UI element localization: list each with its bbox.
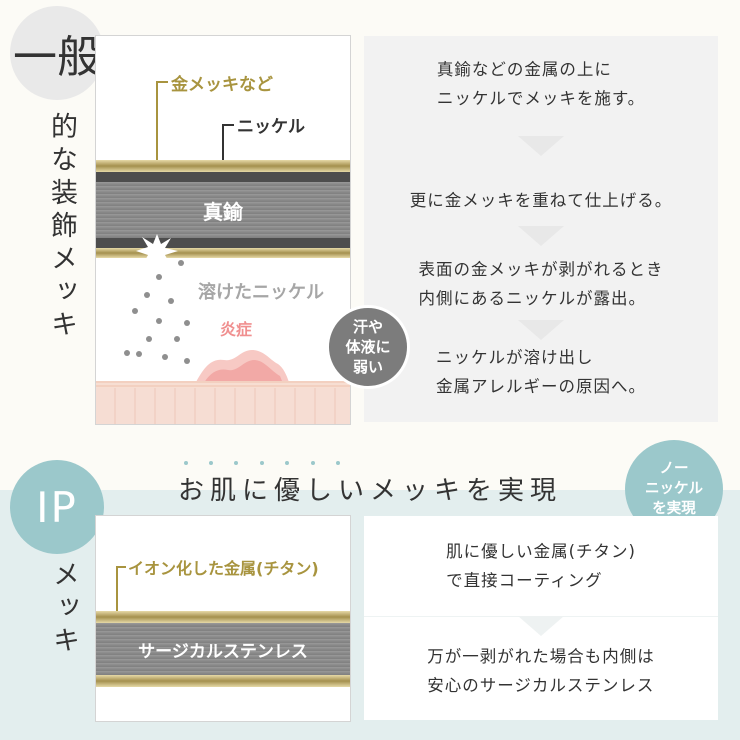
nickel-particle	[156, 274, 162, 280]
nickel-callout-tick	[222, 124, 234, 126]
general-step-3: 表面の金メッキが剥がれるとき 内側にあるニッケルが露出。	[364, 242, 718, 326]
nickel-particle	[156, 318, 162, 324]
headline-dot	[336, 461, 340, 465]
ip-step-1-text: 肌に優しい金属(チタン) で直接コーティング	[446, 542, 636, 590]
ip-badge: IP	[10, 460, 104, 554]
general-step-4-text: ニッケルが溶け出し 金属アレルギーの原因へ。	[436, 348, 646, 396]
nickel-particle	[178, 260, 184, 266]
ip-illustration: イオン化した金属(チタン) サージカルステンレス	[95, 515, 351, 722]
headline-dot	[260, 461, 264, 465]
general-badge-text: 一般	[13, 32, 101, 83]
titanium-layer-top	[96, 611, 350, 623]
gold-layer-bottom	[96, 248, 350, 258]
general-steps: 真鍮などの金属の上に ニッケルでメッキを施す。 更に金メッキを重ねて仕上げる。 …	[364, 36, 718, 422]
nickel-particle	[162, 354, 168, 360]
titanium-layer-bottom	[96, 675, 350, 687]
general-step-3-text: 表面の金メッキが剥がれるとき 内側にあるニッケルが露出。	[418, 260, 664, 308]
ip-step-1: 肌に優しい金属(チタン) で直接コーティング	[364, 516, 718, 616]
ip-step-2-text: 万が一剥がれた場合も内側は 安心のサージカルステンレス	[427, 647, 655, 695]
general-step-1: 真鍮などの金属の上に ニッケルでメッキを施す。	[364, 36, 718, 132]
inflammation-bump-icon	[194, 350, 290, 386]
headline-dot	[311, 461, 315, 465]
headline-dot	[234, 461, 238, 465]
ip-vertical-label: メッキ	[48, 560, 79, 659]
skin-tissue	[96, 388, 350, 424]
nickel-particle	[144, 292, 150, 298]
brass-layer: 真鍮	[96, 182, 350, 238]
gold-callout-line	[156, 81, 158, 161]
general-step-4: ニッケルが溶け出し 金属アレルギーの原因へ。	[364, 332, 718, 412]
ip-badge-text: IP	[36, 482, 78, 532]
step-arrow	[518, 136, 564, 156]
brass-label: 真鍮	[203, 199, 243, 224]
surgical-steel-layer: サージカルステンレス	[96, 623, 350, 675]
nickel-label: ニッケル	[237, 117, 305, 137]
surgical-steel-label: サージカルステンレス	[138, 641, 308, 662]
headline-dot	[285, 461, 289, 465]
gold-plating-label: 金メッキなど	[171, 75, 273, 95]
nickel-particle	[174, 336, 180, 342]
general-step-1-text: 真鍮などの金属の上に ニッケルでメッキを施す。	[436, 60, 646, 108]
nickel-particle	[136, 351, 142, 357]
step-arrow	[518, 616, 564, 636]
general-vertical-label: 的な装飾メッキ	[46, 112, 77, 343]
headline-dot	[184, 461, 188, 465]
gold-callout-tick	[156, 81, 168, 83]
headline-dot	[209, 461, 213, 465]
nickel-particle	[124, 350, 130, 356]
peeling-burst-icon	[136, 234, 178, 270]
general-step-2-text: 更に金メッキを重ねて仕上げる。	[409, 190, 673, 210]
dissolved-nickel-label: 溶けたニッケル	[198, 282, 324, 303]
step-arrow	[518, 320, 564, 340]
headline: お肌に優しいメッキを実現	[177, 476, 562, 506]
nickel-particle	[146, 336, 152, 342]
nickel-particle	[184, 358, 190, 364]
general-badge: 一般	[10, 6, 104, 100]
general-illustration: 金メッキなど ニッケル 真鍮 溶けたニッケル 炎症	[95, 35, 351, 425]
step-arrow	[518, 226, 564, 246]
ion-metal-callout-line	[116, 566, 118, 614]
general-step-2: 更に金メッキを重ねて仕上げる。	[364, 158, 718, 242]
ion-metal-label: イオン化した金属(チタン)	[128, 559, 319, 578]
ion-metal-callout-tick	[116, 566, 126, 568]
inflammation-label: 炎症	[220, 320, 253, 339]
nickel-layer-top	[96, 172, 350, 182]
gold-layer-top	[96, 160, 350, 172]
nickel-layer-bottom	[96, 238, 350, 248]
ip-steps: 肌に優しい金属(チタン) で直接コーティング 万が一剥がれた場合も内側は 安心の…	[364, 516, 718, 720]
nickel-particle	[184, 320, 190, 326]
nickel-particle	[168, 298, 174, 304]
ip-step-2: 万が一剥がれた場合も内側は 安心のサージカルステンレス	[364, 626, 718, 716]
sweat-weakness-bubble: 汗や 体液に 弱い	[326, 305, 410, 389]
nickel-callout-line	[222, 124, 224, 166]
nickel-particle	[132, 308, 138, 314]
